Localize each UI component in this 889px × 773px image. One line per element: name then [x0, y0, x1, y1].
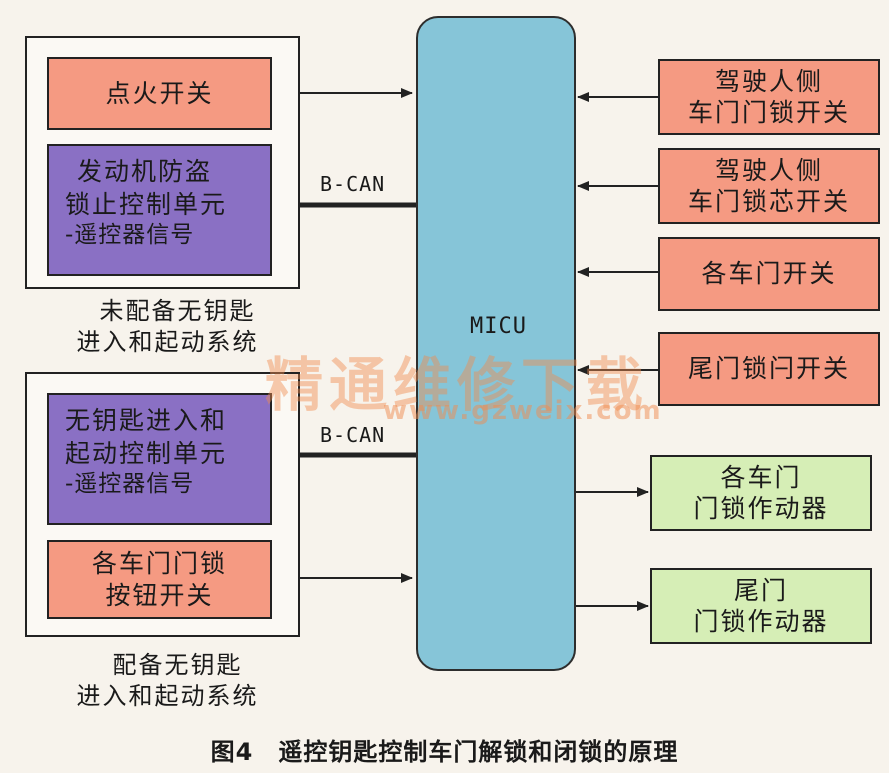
tailgate-latch-switch-label: 尾门锁闩开关	[687, 354, 850, 384]
caption-with-keyless: 配备无钥匙 进入和起动系统	[25, 650, 300, 712]
immobilizer-line2: 锁止控制单元	[65, 189, 228, 219]
immobilizer-unit-box: 发动机防盗 锁止控制单元 -遥控器信号	[47, 144, 272, 276]
driver-cylinder-line1: 驾驶人侧	[714, 155, 823, 185]
ignition-switch-box: 点火开关	[47, 57, 272, 130]
tailgate-actuator-line2: 门锁作动器	[693, 607, 829, 636]
driver-door-lock-switch-box: 驾驶人侧 车门门锁开关	[658, 59, 880, 135]
tailgate-latch-switch-box: 尾门锁闩开关	[658, 332, 880, 406]
caption-without-keyless-line1: 未配备无钥匙	[99, 297, 256, 325]
watermark-text: 精通维修下载	[265, 351, 650, 419]
keyless-line3: -遥控器信号	[65, 471, 195, 497]
lock-button-switch-box: 各车门门锁 按钮开关	[47, 540, 272, 619]
caption-without-keyless: 未配备无钥匙 进入和起动系统	[25, 296, 300, 358]
figure-caption: 图4 遥控钥匙控制车门解锁和闭锁的原理	[210, 738, 679, 766]
door-lock-actuators-box: 各车门 门锁作动器	[650, 455, 872, 531]
lock-button-line2: 按钮开关	[105, 580, 214, 610]
micu-unit	[416, 16, 576, 671]
door-switches-label: 各车门开关	[701, 259, 837, 289]
caption-without-keyless-line2: 进入和起动系统	[76, 328, 259, 357]
door-switches-box: 各车门开关	[658, 237, 880, 311]
tailgate-actuator-line1: 尾门	[733, 575, 788, 605]
immobilizer-line1: 发动机防盗	[77, 157, 213, 186]
lock-button-line1: 各车门门锁	[91, 549, 227, 579]
bcan-label-bottom: B-CAN	[320, 423, 386, 447]
immobilizer-line3: -遥控器信号	[65, 222, 195, 248]
driver-door-cylinder-switch-box: 驾驶人侧 车门锁芯开关	[658, 148, 880, 224]
micu-label: MICU	[470, 314, 527, 339]
driver-cylinder-line2: 车门锁芯开关	[687, 187, 850, 216]
watermark-url: www.gzweix.com	[383, 396, 663, 426]
bcan-label-top: B-CAN	[320, 172, 386, 196]
caption-with-keyless-line1: 配备无钥匙	[112, 651, 243, 679]
caption-with-keyless-line2: 进入和起动系统	[76, 682, 259, 711]
keyless-line1: 无钥匙进入和	[65, 406, 228, 435]
door-actuators-line1: 各车门	[720, 462, 802, 492]
keyless-line2: 起动控制单元	[65, 438, 228, 468]
keyless-unit-box: 无钥匙进入和 起动控制单元 -遥控器信号	[47, 393, 272, 525]
door-actuators-line2: 门锁作动器	[693, 494, 829, 523]
ignition-switch-label: 点火开关	[105, 78, 214, 108]
tailgate-lock-actuator-box: 尾门 门锁作动器	[650, 568, 872, 644]
driver-lock-switch-line2: 车门门锁开关	[687, 98, 850, 127]
driver-lock-switch-line1: 驾驶人侧	[714, 66, 823, 96]
